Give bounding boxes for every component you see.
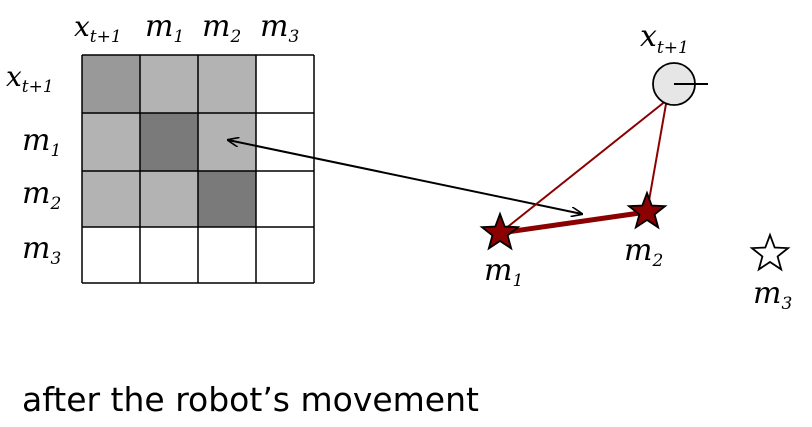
row-header-x-t1: xt+1 — [6, 60, 54, 97]
col-header-m3: m3 — [260, 9, 299, 47]
correspondence-arrow — [228, 140, 582, 214]
matrix-cell-r2-c0 — [82, 171, 140, 227]
robot-label: xt+1 — [640, 19, 689, 58]
landmark-m3: m3 — [749, 232, 792, 314]
landmark-m1: m1 — [479, 211, 523, 291]
matrix-row-headers: xt+1 m1 m2 m3 — [6, 60, 61, 269]
matrix-cell-r2-c2 — [198, 171, 256, 227]
matrix-cell-r0-c0 — [82, 55, 140, 113]
star-icon — [479, 211, 521, 251]
matrix-cell-r0-c3 — [256, 55, 314, 113]
landmark-m2: m2 — [624, 190, 668, 271]
information-matrix — [81, 54, 315, 284]
matrix-cell-r3-c3 — [256, 227, 314, 283]
matrix-cell-r3-c1 — [140, 227, 198, 283]
link-robot-m1 — [499, 99, 668, 234]
landmark-m2-label: m2 — [624, 233, 663, 271]
star-icon — [626, 190, 668, 230]
star-icon — [749, 232, 791, 272]
landmark-m3-label: m3 — [753, 276, 792, 314]
matrix-cell-r3-c2 — [198, 227, 256, 283]
robot-pose: xt+1 — [640, 19, 708, 106]
caption: after the robot’s movement — [22, 380, 479, 419]
row-header-m2: m2 — [22, 176, 61, 214]
graph-links — [499, 99, 668, 236]
col-header-m1: m1 — [145, 9, 184, 47]
row-header-m1: m1 — [22, 123, 61, 161]
matrix-cell-r1-c2 — [198, 113, 256, 171]
matrix-cell-r3-c0 — [82, 227, 140, 283]
matrix-cell-r2-c3 — [256, 171, 314, 227]
matrix-cell-r0-c1 — [140, 55, 198, 113]
matrix-cell-r2-c1 — [140, 171, 198, 227]
matrix-cell-r0-c2 — [198, 55, 256, 113]
matrix-cell-r1-c3 — [256, 113, 314, 171]
matrix-cell-r1-c0 — [82, 113, 140, 171]
matrix-column-headers: xt+1 m1 m2 m3 — [74, 9, 299, 47]
row-header-m3: m3 — [22, 231, 61, 269]
link-robot-m2 — [646, 103, 667, 213]
landmark-m1-label: m1 — [484, 253, 523, 291]
col-header-x-t1: xt+1 — [74, 10, 122, 47]
col-header-m2: m2 — [202, 9, 241, 47]
link-m1-m2 — [499, 209, 648, 236]
matrix-cell-r1-c1 — [140, 113, 198, 171]
landmarks: m1 m2 m3 — [479, 190, 792, 314]
